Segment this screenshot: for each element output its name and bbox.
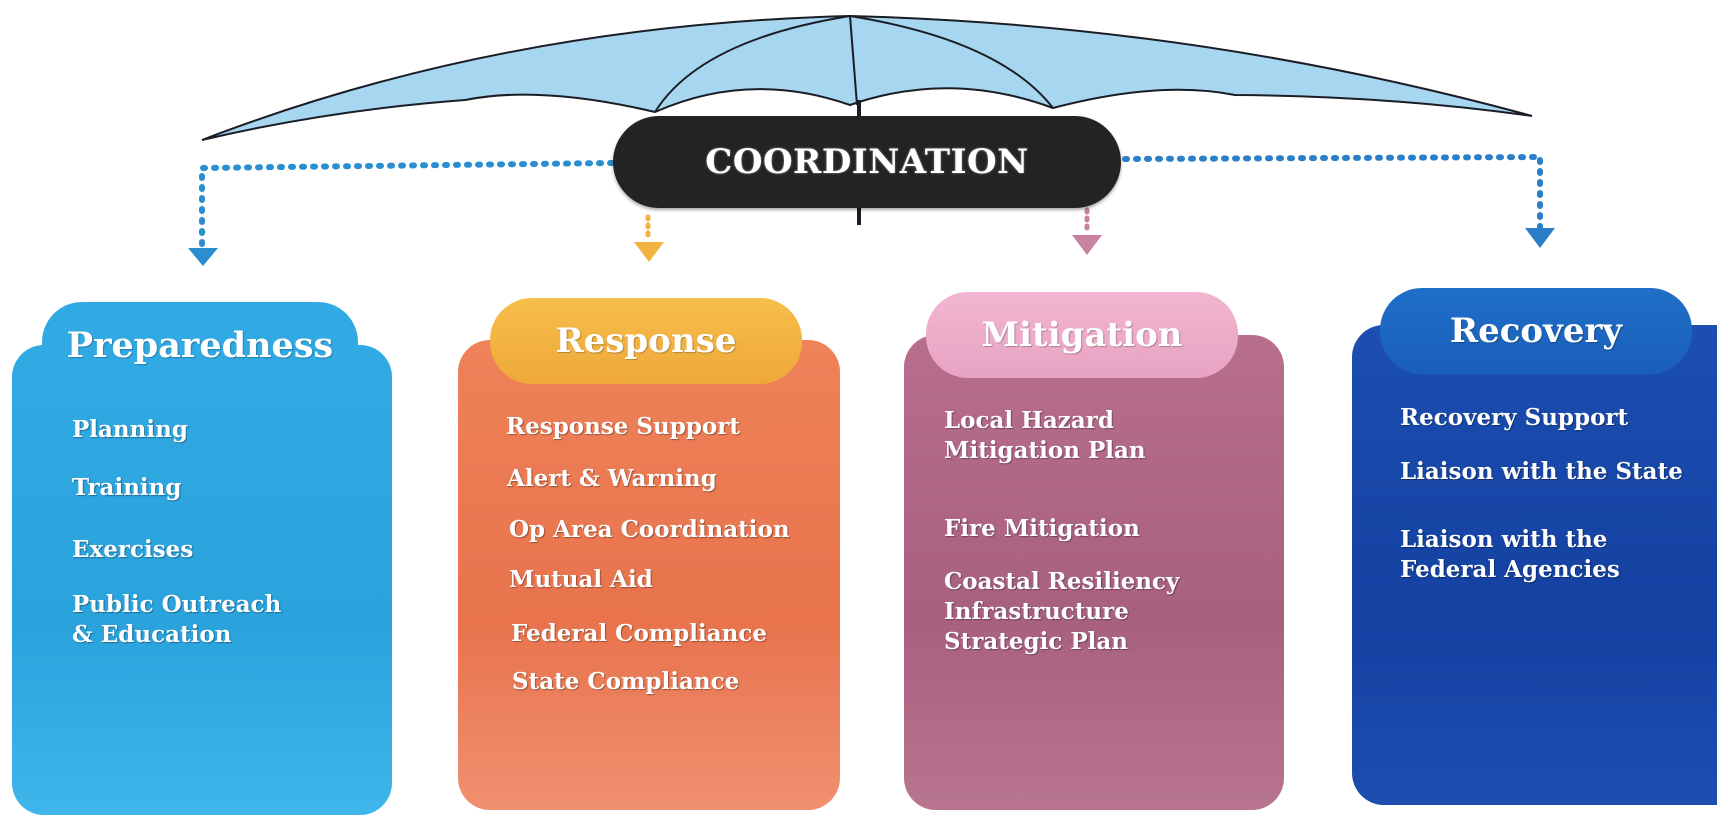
umbrella-rib-left: [654, 15, 851, 113]
arrow-preparedness: [188, 248, 218, 266]
coordination-label: COORDINATION: [613, 116, 1121, 208]
preparedness-item: Training: [72, 474, 182, 501]
mitigation-title: Mitigation: [926, 292, 1238, 378]
response-item: State Compliance: [512, 668, 740, 695]
recovery-item: Liaison with the State: [1400, 458, 1683, 485]
response-item: Mutual Aid: [509, 566, 653, 593]
preparedness-item: Public Outreach & Education: [72, 591, 282, 648]
mitigation-item: Fire Mitigation: [944, 515, 1140, 542]
mitigation-item: Local Hazard Mitigation Plan: [944, 407, 1146, 464]
preparedness-card: [12, 345, 392, 815]
response-card: [458, 340, 840, 810]
arrow-recovery: [1525, 228, 1555, 248]
mitigation-card: [904, 335, 1284, 810]
preparedness-title: Preparedness: [42, 302, 358, 388]
preparedness-item: Planning: [72, 416, 188, 443]
arrow-mitigation: [1072, 235, 1102, 255]
umbrella-rib-center: [849, 15, 858, 106]
recovery-card: [1352, 325, 1717, 805]
arrow-response: [634, 242, 664, 262]
recovery-item: Recovery Support: [1400, 404, 1629, 431]
mitigation-item: Coastal Resiliency Infrastructure Strate…: [944, 568, 1180, 655]
coordination-text: COORDINATION: [705, 142, 1029, 182]
connector-left: [199, 160, 615, 253]
response-item: Alert & Warning: [507, 465, 717, 492]
response-item: Op Area Coordination: [509, 516, 790, 543]
response-item: Response Support: [506, 413, 741, 440]
preparedness-item: Exercises: [72, 536, 194, 563]
umbrella-rib-right: [849, 15, 1054, 109]
recovery-title: Recovery: [1380, 288, 1692, 374]
connector-right: [1122, 153, 1543, 231]
recovery-item: Liaison with the Federal Agencies: [1400, 526, 1620, 583]
response-item: Federal Compliance: [511, 620, 767, 647]
response-title: Response: [490, 298, 802, 384]
